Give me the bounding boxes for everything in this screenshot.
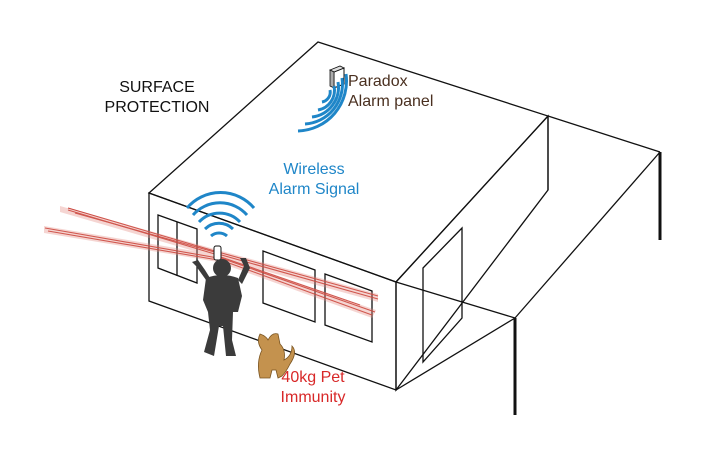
alarm-panel-line-1: Paradox — [348, 73, 408, 90]
pet-immunity-line-1: 40kg Pet — [281, 369, 345, 386]
pet-immunity-line-2: Immunity — [280, 389, 346, 406]
alarm-panel-label: Paradox Alarm panel — [348, 72, 433, 112]
panel-signal-icon — [297, 73, 348, 133]
pet-immunity-label: 40kg Pet Immunity — [268, 368, 358, 408]
side-door — [422, 226, 463, 364]
wireless-signal-icon — [185, 191, 256, 238]
dog-icon — [258, 333, 295, 379]
side-wall-outline — [395, 114, 549, 392]
wireless-signal-line-1: Wireless — [283, 161, 345, 178]
intruder-figure-icon — [192, 258, 250, 356]
house-outline — [147, 41, 661, 392]
surface-protection-label: SURFACE PROTECTION — [97, 78, 217, 118]
alarm-panel-line-2: Alarm panel — [348, 93, 434, 110]
surface-protection-line-1: SURFACE — [119, 79, 195, 96]
wireless-signal-label: Wireless Alarm Signal — [259, 160, 369, 200]
window-middle — [262, 250, 316, 323]
surface-protection-line-2: PROTECTION — [104, 99, 210, 116]
wireless-signal-line-2: Alarm Signal — [268, 181, 360, 198]
window-sensor-icon — [213, 245, 222, 261]
